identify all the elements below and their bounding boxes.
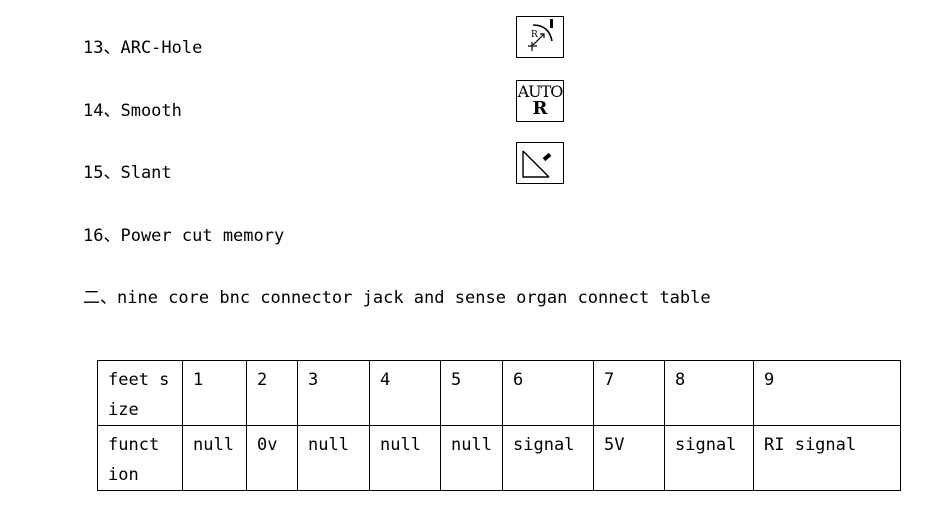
table-cell: 8 xyxy=(664,360,754,426)
table-cell: null xyxy=(369,425,441,491)
table-cell: 2 xyxy=(246,360,298,426)
table-cell: 4 xyxy=(369,360,441,426)
table-cell: 9 xyxy=(753,360,901,426)
table-cell: signal xyxy=(664,425,754,491)
row-header-feet-size: feet size xyxy=(97,360,183,426)
table-row: funct ion null 0v null null null signal … xyxy=(97,425,901,491)
table-cell: 0v xyxy=(246,425,298,491)
section-title: 二、nine core bnc connector jack and sense… xyxy=(83,288,711,308)
svg-text:R: R xyxy=(531,30,538,40)
feature-line-16: 16、Power cut memory xyxy=(83,226,285,246)
table-cell: 6 xyxy=(502,360,594,426)
table-cell: signal xyxy=(502,425,594,491)
table-cell: null xyxy=(440,425,503,491)
table-cell: null xyxy=(297,425,370,491)
auto-r-icon-text-top: AUTO xyxy=(517,82,564,101)
table-cell: 5 xyxy=(440,360,503,426)
connector-table: feet size 1 2 3 4 5 6 7 8 9 funct ion nu… xyxy=(97,360,901,491)
table-cell: null xyxy=(182,425,247,491)
row-header-function: funct ion xyxy=(97,425,183,491)
feature-line-14: 14、Smooth xyxy=(83,101,182,121)
auto-r-icon-text-bottom: R xyxy=(532,98,548,119)
table-row: feet size 1 2 3 4 5 6 7 8 9 xyxy=(97,360,901,426)
table-cell: 1 xyxy=(182,360,247,426)
table-cell: 7 xyxy=(593,360,665,426)
table-cell: 3 xyxy=(297,360,370,426)
table-cell: 5V xyxy=(593,425,665,491)
slant-icon xyxy=(516,142,564,184)
auto-r-icon: AUTO R xyxy=(516,80,564,122)
arc-hole-icon: R xyxy=(516,16,564,58)
feature-line-13: 13、ARC-Hole xyxy=(83,38,203,58)
table-cell: RI signal xyxy=(753,425,901,491)
feature-line-15: 15、Slant xyxy=(83,163,172,183)
